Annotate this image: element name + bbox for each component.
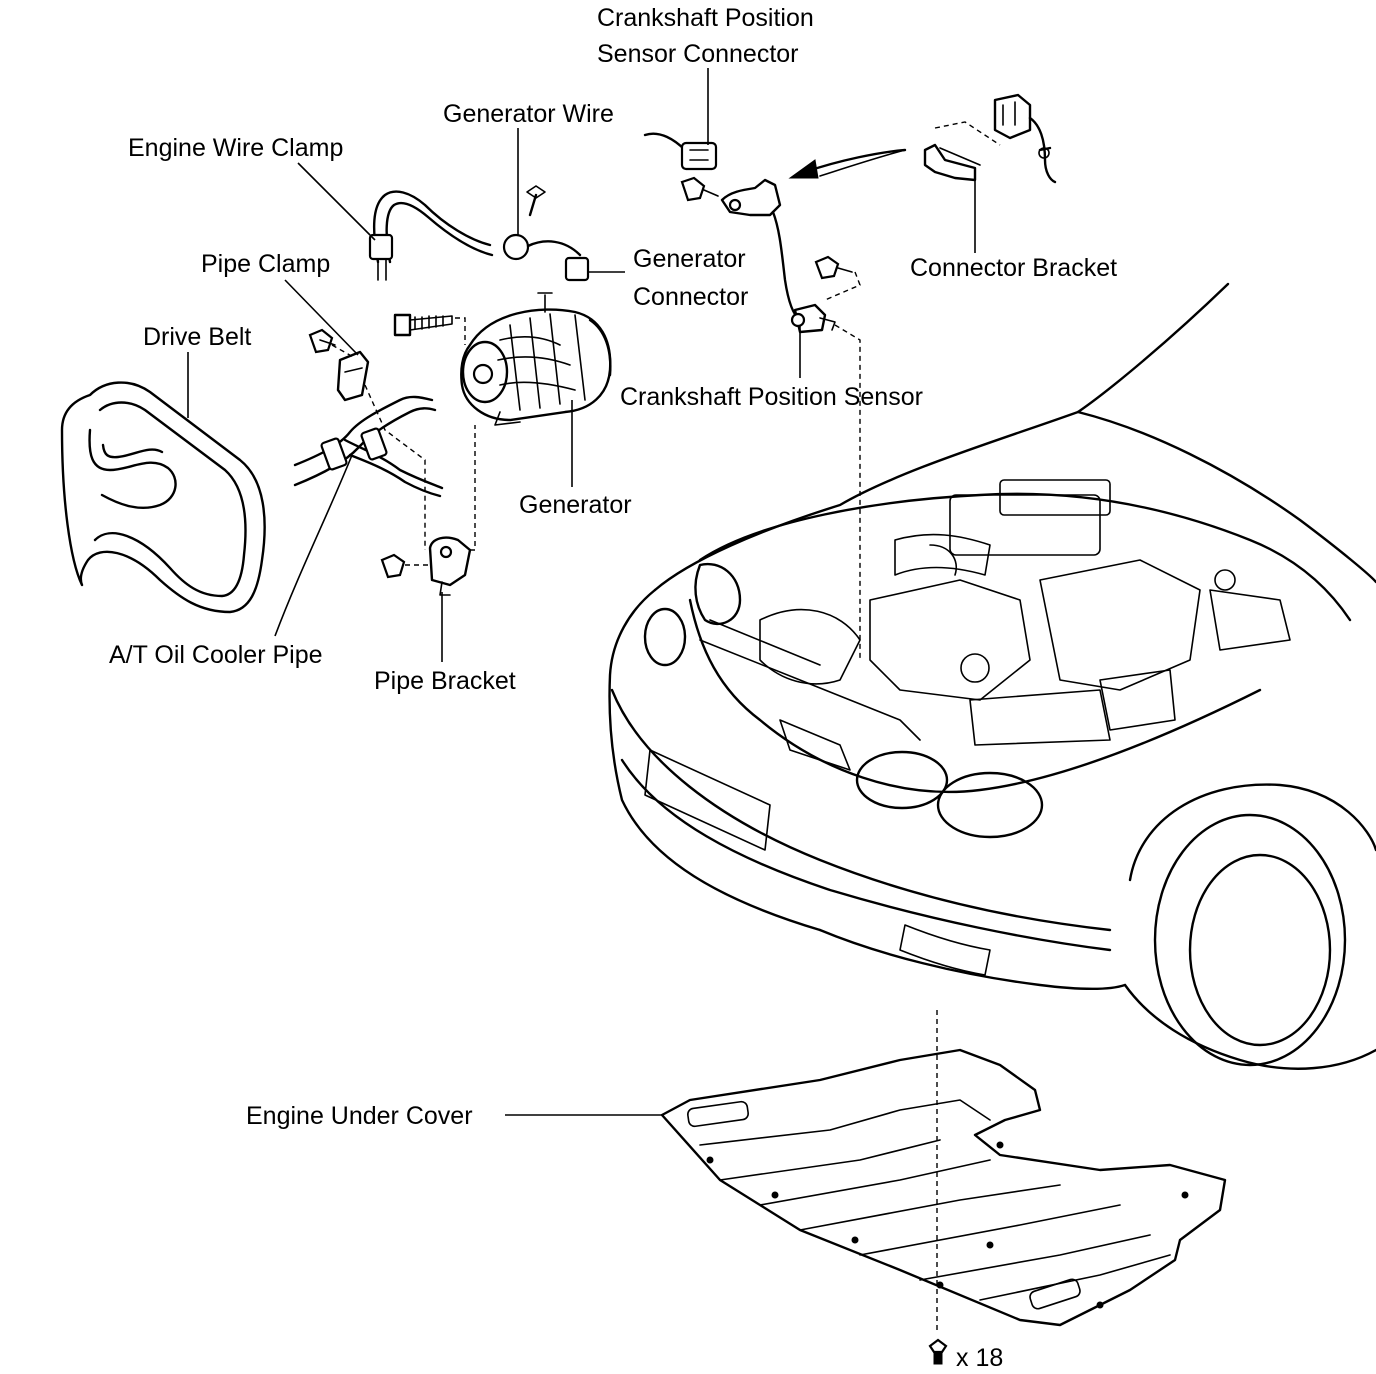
vehicle-front-illustration [608,282,1376,1070]
label-generator-connector-line2: Connector [633,283,748,311]
label-pipe-clamp: Pipe Clamp [201,250,330,278]
label-pipe-bracket: Pipe Bracket [374,667,516,695]
label-crankshaft-position-sensor: Crankshaft Position Sensor [620,383,923,411]
label-engine-under-cover: Engine Under Cover [246,1102,473,1130]
label-at-oil-cooler-pipe: A/T Oil Cooler Pipe [109,641,323,669]
label-bolt-quantity: x 18 [956,1344,1003,1372]
label-engine-wire-clamp: Engine Wire Clamp [128,134,343,162]
label-generator-wire: Generator Wire [443,100,614,128]
label-generator: Generator [519,491,632,519]
label-crankshaft-position-sensor-connector-line2: Sensor Connector [597,40,799,68]
pipe-bracket-part [380,536,472,596]
under-cover-bolt [928,1338,948,1365]
label-crankshaft-position-sensor-connector: Crankshaft Position [597,4,814,32]
oil-cooler-pipe-part [293,328,444,498]
part-labels: Crankshaft Position Sensor Connector Gen… [109,4,1117,1372]
crankshaft-position-sensor-part [643,132,853,334]
leader-lines [187,68,976,1116]
generator-part [393,292,612,426]
connector-bracket-part [923,93,1057,184]
label-connector-bracket: Connector Bracket [910,254,1117,282]
label-generator-connector: Generator [633,245,746,273]
generator-wire-harness [368,185,590,282]
direction-arrow [788,148,907,179]
label-drive-belt: Drive Belt [143,323,251,351]
drive-belt-part [60,381,266,614]
engine-under-cover-part [660,1048,1227,1327]
